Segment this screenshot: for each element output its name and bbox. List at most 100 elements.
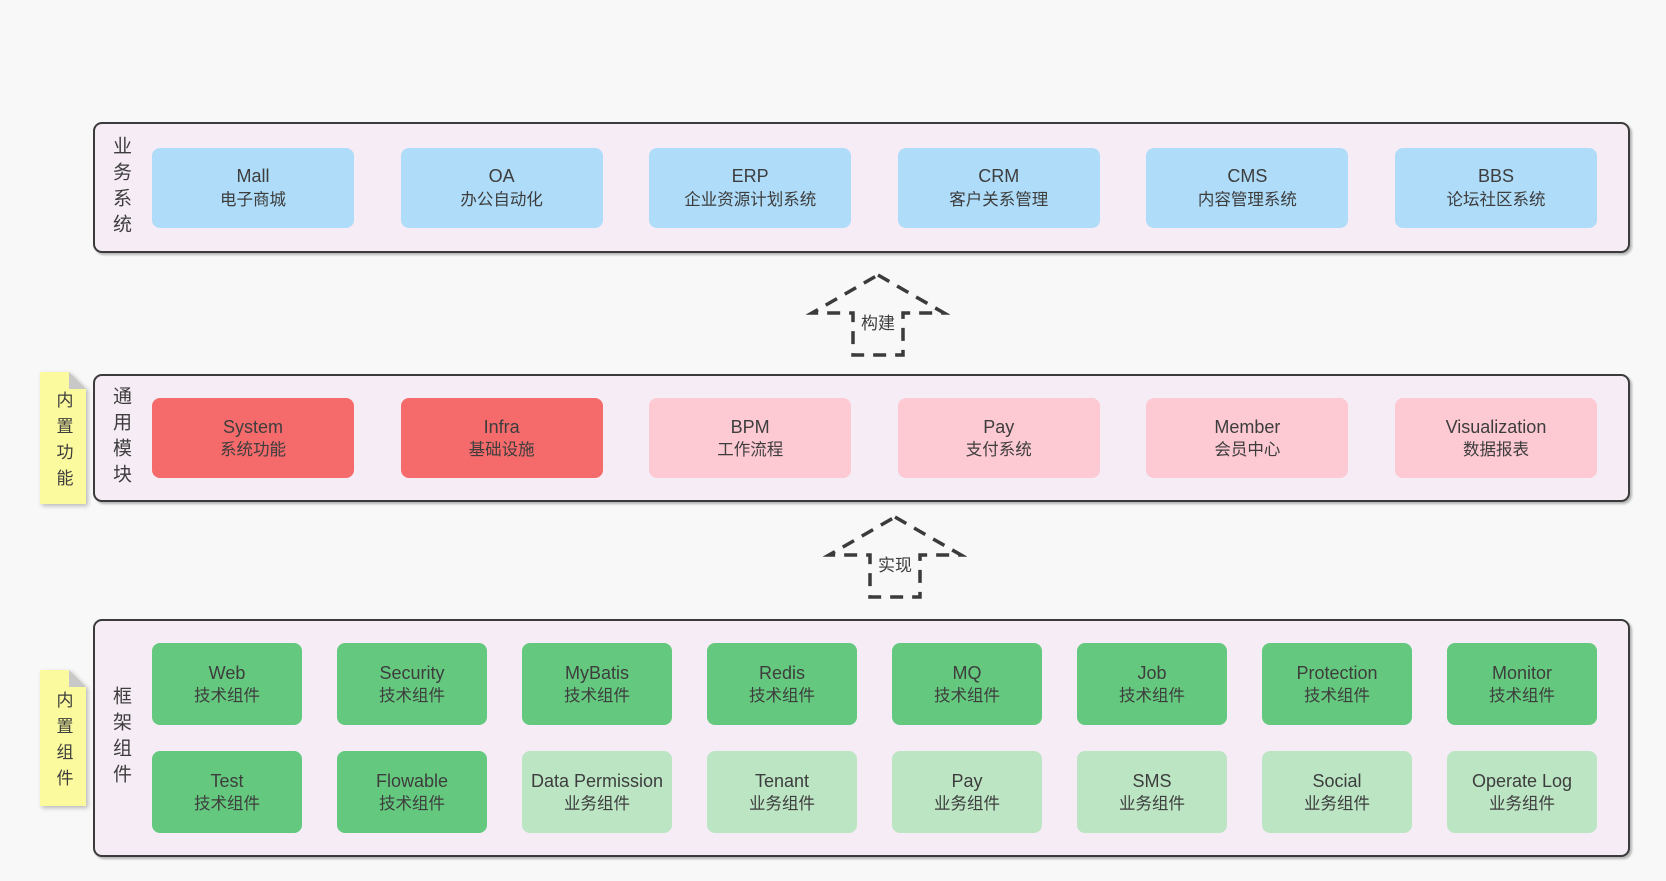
box-web: Web 技术组件 [152,643,302,725]
box-subtitle: 会员中心 [1214,441,1281,460]
note-fold-icon [69,670,86,687]
box-erp: ERP 企业资源计划系统 [649,147,852,228]
box-title: Member [1214,416,1281,437]
box-data-permission: Data Permission 业务组件 [522,751,672,833]
box-title: Mall [236,166,270,187]
box-operate-log: Operate Log 业务组件 [1447,751,1597,833]
box-subtitle: 技术组件 [379,795,445,814]
band-common-modules: 通用模块 System 系统功能 Infra 基础设施 BPM 工作流程 Pay… [93,374,1630,502]
box-oa: OA 办公自动化 [400,147,603,228]
box-subtitle: 基础设施 [468,441,535,460]
box-title: Visualization [1445,416,1547,437]
box-flowable: Flowable 技术组件 [337,751,487,833]
box-title: ERP [731,166,769,187]
box-subtitle: 企业资源计划系统 [684,190,817,209]
box-protection: Protection 技术组件 [1262,643,1412,725]
box-subtitle: 系统功能 [220,441,286,460]
box-subtitle: 技术组件 [1489,687,1555,706]
box-subtitle: 支付系统 [965,441,1032,460]
box-subtitle: 技术组件 [194,795,260,814]
box-test: Test 技术组件 [152,751,302,833]
box-tenant: Tenant 业务组件 [707,751,857,833]
box-subtitle: 技术组件 [194,687,260,706]
band-content-common-modules: System 系统功能 Infra 基础设施 BPM 工作流程 Pay 支付系统… [152,398,1628,478]
box-subtitle: 技术组件 [1119,687,1185,706]
box-title: MQ [952,662,982,683]
sticky-note-label: 内置组件 [53,690,73,795]
box-title: Redis [758,662,806,683]
box-visualization: Visualization 数据报表 [1394,398,1597,478]
sticky-note-body: 内置组件 [40,670,86,806]
box-subtitle: 技术组件 [379,687,445,706]
box-cms: CMS 内容管理系统 [1146,147,1349,228]
box-member: Member 会员中心 [1146,398,1349,478]
box-subtitle: 业务组件 [564,795,630,814]
box-title: SMS [1132,770,1172,791]
box-title: Pay [983,416,1015,437]
band-content-business-systems: Mall 电子商城 OA 办公自动化 ERP 企业资源计划系统 CRM 客户关系… [152,147,1628,228]
box-subtitle: 数据报表 [1462,441,1529,460]
component-row-2: Test 技术组件 Flowable 技术组件 Data Permission … [152,751,1597,833]
box-bpm: BPM 工作流程 [649,398,852,478]
box-subtitle: 办公自动化 [460,190,543,209]
box-subtitle: 论坛社区系统 [1446,190,1546,209]
box-sms: SMS 业务组件 [1077,751,1227,833]
box-title: Data Permission [530,770,664,791]
band-label-framework-components: 框架组件 [110,686,131,790]
box-mall: Mall 电子商城 [152,147,354,228]
box-subtitle: 业务组件 [934,795,1000,814]
box-bbs: BBS 论坛社区系统 [1394,147,1597,228]
box-crm: CRM 客户关系管理 [897,147,1100,228]
box-infra: Infra 基础设施 [400,398,603,478]
box-subtitle: 业务组件 [1119,795,1185,814]
box-security: Security 技术组件 [337,643,487,725]
box-title: CRM [978,166,1020,187]
box-subtitle: 业务组件 [749,795,815,814]
box-system: System 系统功能 [152,398,354,478]
box-title: Infra [483,416,520,437]
box-pay: Pay 支付系统 [897,398,1100,478]
band-content-framework-components: Web 技术组件 Security 技术组件 MyBatis 技术组件 Redi… [152,643,1628,833]
box-title: Security [379,662,445,683]
dashed-up-arrow-icon [823,514,967,599]
box-title: Web [208,662,246,683]
sticky-note-builtin-features: 内置功能 [40,372,86,504]
box-monitor: Monitor 技术组件 [1447,643,1597,725]
box-subtitle: 客户关系管理 [949,190,1049,209]
box-title: BBS [1477,166,1514,187]
box-mybatis: MyBatis 技术组件 [522,643,672,725]
box-title: OA [488,166,515,187]
component-row-1: Web 技术组件 Security 技术组件 MyBatis 技术组件 Redi… [152,643,1597,725]
box-social: Social 业务组件 [1262,751,1412,833]
box-title: Flowable [375,770,449,791]
box-job: Job 技术组件 [1077,643,1227,725]
box-subtitle: 工作流程 [717,441,784,460]
box-title: Monitor [1491,662,1553,683]
box-title: Protection [1296,662,1378,683]
box-subtitle: 技术组件 [564,687,630,706]
box-title: CMS [1227,166,1268,187]
band-business-systems: 业务系统 Mall 电子商城 OA 办公自动化 ERP 企业资源计划系统 CRM… [93,122,1630,253]
box-title: Test [210,770,244,791]
arrow-implement: 实现 [823,514,967,600]
box-title: Pay [951,770,983,791]
box-subtitle: 技术组件 [749,687,815,706]
arrow-build: 构建 [806,272,950,358]
box-mq: MQ 技术组件 [892,643,1042,725]
box-subtitle: 电子商城 [220,190,286,209]
sticky-note-body: 内置功能 [40,372,86,504]
box-title: Operate Log [1471,770,1573,791]
box-title: Tenant [754,770,810,791]
sticky-note-builtin-components: 内置组件 [40,670,86,806]
box-subtitle: 业务组件 [1489,795,1555,814]
box-subtitle: 技术组件 [1304,687,1370,706]
arrow-implement-label: 实现 [875,550,915,577]
arrow-build-label: 构建 [858,308,898,335]
band-framework-components: 框架组件 Web 技术组件 Security 技术组件 MyBatis 技术组件… [93,619,1630,857]
band-label-business-systems: 业务系统 [110,135,131,240]
box-subtitle: 内容管理系统 [1197,190,1297,209]
band-label-common-modules: 通用模块 [110,386,131,490]
box-redis: Redis 技术组件 [707,643,857,725]
box-title: Job [1137,662,1167,683]
box-subtitle: 技术组件 [934,687,1000,706]
